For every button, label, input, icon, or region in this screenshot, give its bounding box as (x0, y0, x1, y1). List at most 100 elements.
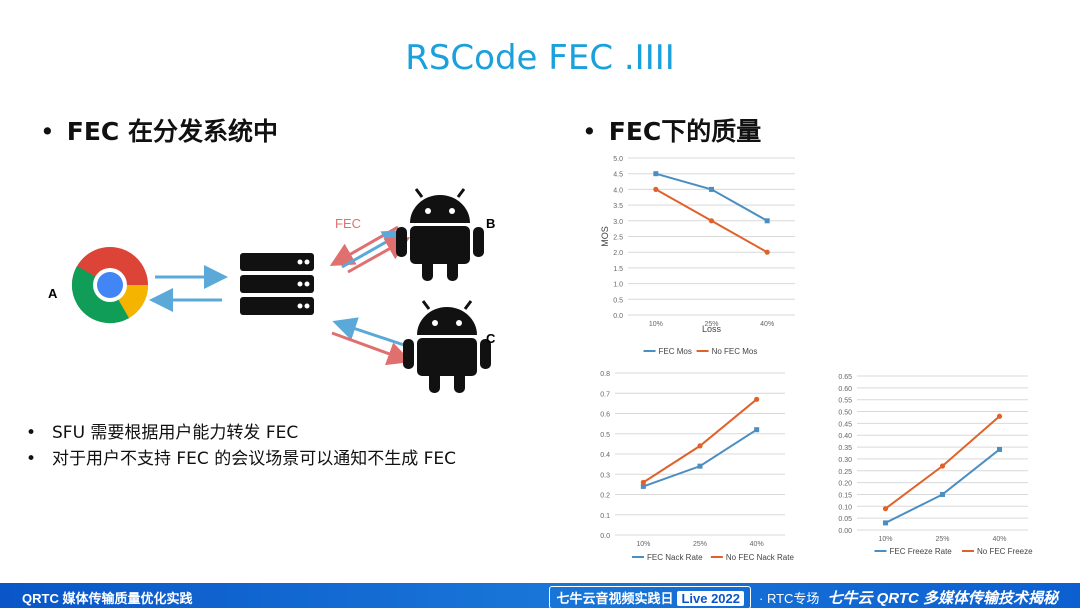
y-tick-label: 0.1 (600, 513, 610, 520)
x-tick-label: 25% (693, 541, 707, 548)
y-tick-label: 0.8 (600, 371, 610, 378)
y-tick-label: 0.6 (600, 412, 610, 419)
y-tick-label: 0.40 (838, 433, 852, 440)
y-tick-label: 3.5 (613, 203, 623, 210)
series-line (885, 448, 1001, 524)
y-tick-label: 0.5 (600, 432, 610, 439)
y-tick-label: 0.5 (613, 297, 623, 304)
y-tick-label: 0.7 (600, 391, 610, 398)
y-tick-label: 0.00 (838, 528, 852, 535)
data-point (697, 443, 703, 449)
note-text: 对于用户不支持 FEC 的会议场景可以通知不生成 FEC (52, 449, 456, 469)
data-point (764, 218, 770, 224)
data-point (939, 463, 946, 469)
nack-rate-chart: 0.0 0.1 0.2 0.3 0.4 0.5 0.6 0.7 0.8 10% 25% 40% FEC … (600, 371, 795, 562)
legend-label: FEC Freeze Rate (890, 547, 953, 556)
y-tick-label: 0.60 (838, 386, 852, 393)
live-badge: Live 2022 (677, 591, 744, 606)
x-tick-label: 40% (750, 541, 764, 548)
x-tick-label: 40% (760, 321, 774, 328)
y-tick-label: 0.0 (613, 313, 623, 320)
legend-label: No FEC Freeze Rate (977, 547, 1035, 556)
note-bullet: • (26, 423, 37, 443)
footer-title: QRTC 媒体传输质量优化实践 (22, 591, 193, 606)
client-c-label: C (486, 331, 496, 346)
y-tick-label: 4.5 (613, 172, 623, 179)
arrow-c-to-server (332, 317, 411, 349)
y-tick-label: 5.0 (613, 156, 623, 163)
data-point (653, 171, 659, 177)
y-tick-label: 1.0 (613, 282, 623, 289)
x-tick-label: 25% (935, 536, 949, 543)
x-tick-label: 40% (992, 536, 1006, 543)
data-point (709, 186, 714, 192)
data-point (708, 218, 715, 224)
notes-list: • SFU 需要根据用户能力转发 FEC • 对于用户不支持 FEC 的会议场景可以… (26, 420, 456, 472)
brand-label: 七牛云 QRTC 多媒体传输技术揭秘 (827, 590, 1058, 607)
list-item: • SFU 需要根据用户能力转发 FEC (26, 420, 456, 446)
data-point (640, 483, 646, 489)
series-line (642, 428, 758, 488)
event-name: 七牛云音视频实践日 (556, 591, 674, 606)
y-tick-label: 0.35 (838, 445, 852, 452)
x-tick-label: 25% (704, 321, 718, 328)
legend-label: No FEC Mos (712, 347, 758, 356)
x-tick-label: 10% (649, 321, 663, 328)
data-point (882, 506, 889, 512)
fec-label: FEC (335, 216, 361, 231)
data-point (754, 396, 760, 402)
fec-distribution-diagram: A FEC B (48, 188, 496, 393)
y-axis-label: MOS (600, 226, 610, 247)
y-tick-label: 0.05 (838, 516, 852, 523)
legend-label: FEC Nack Rate (647, 553, 703, 562)
data-point (754, 427, 760, 433)
arrow-server-to-b-blue (341, 230, 408, 269)
slide-title: RSCode FEC .IIII (405, 38, 675, 78)
data-point (940, 491, 945, 497)
data-point (996, 413, 1003, 419)
data-point (697, 463, 703, 469)
y-tick-label: 0.15 (838, 492, 852, 499)
y-tick-label: 0.50 (838, 410, 852, 417)
chrome-icon (71, 247, 149, 324)
arrow-server-to-c (331, 331, 412, 366)
y-tick-label: 0.20 (838, 481, 852, 488)
y-tick-label: 0.4 (600, 452, 610, 459)
arrow-server-to-b-fec (347, 237, 411, 274)
legend-label: No FEC Nack Rate (726, 553, 795, 562)
note-bullet: • (26, 449, 37, 469)
left-heading: • FEC 在分发系统中 (40, 112, 278, 148)
y-tick-label: 4.0 (613, 187, 623, 194)
y-tick-label: 0.3 (600, 472, 610, 479)
heading-bullet: • (40, 117, 55, 146)
y-tick-label: 0.2 (600, 493, 610, 500)
heading-bullet: • (582, 117, 597, 146)
y-tick-label: 0.55 (838, 398, 852, 405)
y-tick-label: 1.5 (613, 266, 623, 273)
right-heading: • FEC下的质量 (582, 112, 761, 148)
data-point (653, 186, 659, 192)
left-heading-text: FEC 在分发系统中 (66, 117, 278, 146)
data-point (640, 479, 646, 485)
server-icon (240, 253, 314, 315)
y-tick-label: 0.0 (600, 533, 610, 540)
android-icon (396, 188, 484, 281)
y-tick-label: 0.10 (838, 504, 852, 511)
y-tick-label: 3.0 (613, 219, 623, 226)
client-a-label: A (48, 286, 58, 301)
arrow-fec-to-server (329, 225, 399, 266)
client-b-label: B (486, 216, 495, 231)
x-axis-label: Loss (702, 324, 722, 334)
series-line (655, 172, 768, 222)
y-tick-label: 0.45 (838, 421, 852, 428)
data-point (764, 249, 770, 255)
data-point (883, 520, 888, 526)
android-icon (403, 300, 491, 393)
x-tick-label: 10% (636, 541, 650, 548)
x-tick-label: 10% (878, 536, 892, 543)
freeze-rate-chart: 0.000.050.100.150.200.250.300.350.400.45… (838, 374, 1035, 556)
right-heading-text: FEC下的质量 (608, 117, 762, 146)
note-text: SFU 需要根据用户能力转发 FEC (52, 423, 299, 443)
